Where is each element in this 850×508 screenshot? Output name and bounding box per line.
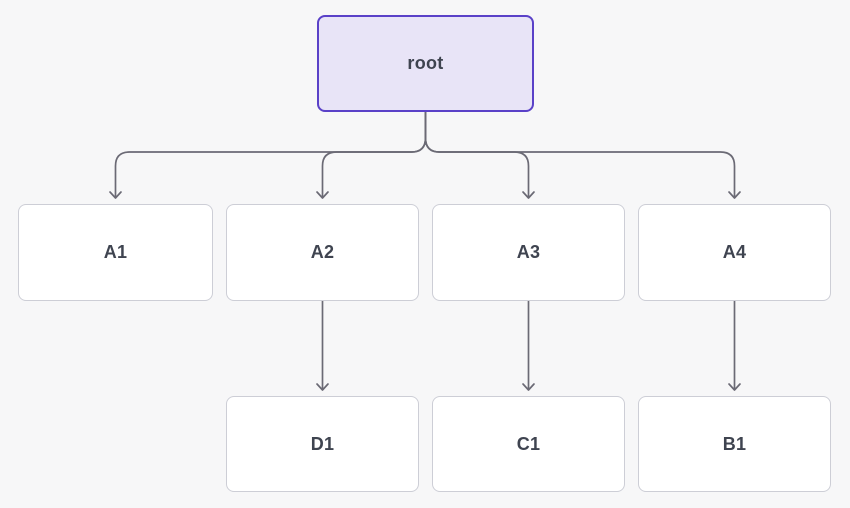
node-a3[interactable]: A3 bbox=[432, 204, 625, 301]
node-a1[interactable]: A1 bbox=[18, 204, 213, 301]
node-c1[interactable]: C1 bbox=[432, 396, 625, 492]
node-label: D1 bbox=[310, 433, 335, 454]
node-label: B1 bbox=[722, 433, 747, 454]
node-a2[interactable]: A2 bbox=[226, 204, 419, 301]
node-label: C1 bbox=[516, 433, 541, 454]
node-label: A4 bbox=[722, 242, 747, 262]
node-label: root bbox=[407, 53, 444, 73]
node-b1[interactable]: B1 bbox=[638, 396, 831, 492]
node-root[interactable]: root bbox=[317, 15, 534, 112]
node-d1[interactable]: D1 bbox=[226, 396, 419, 492]
node-label: A2 bbox=[310, 242, 335, 262]
node-a4[interactable]: A4 bbox=[638, 204, 831, 301]
node-label: A1 bbox=[103, 242, 128, 262]
node-label: A3 bbox=[516, 242, 541, 262]
